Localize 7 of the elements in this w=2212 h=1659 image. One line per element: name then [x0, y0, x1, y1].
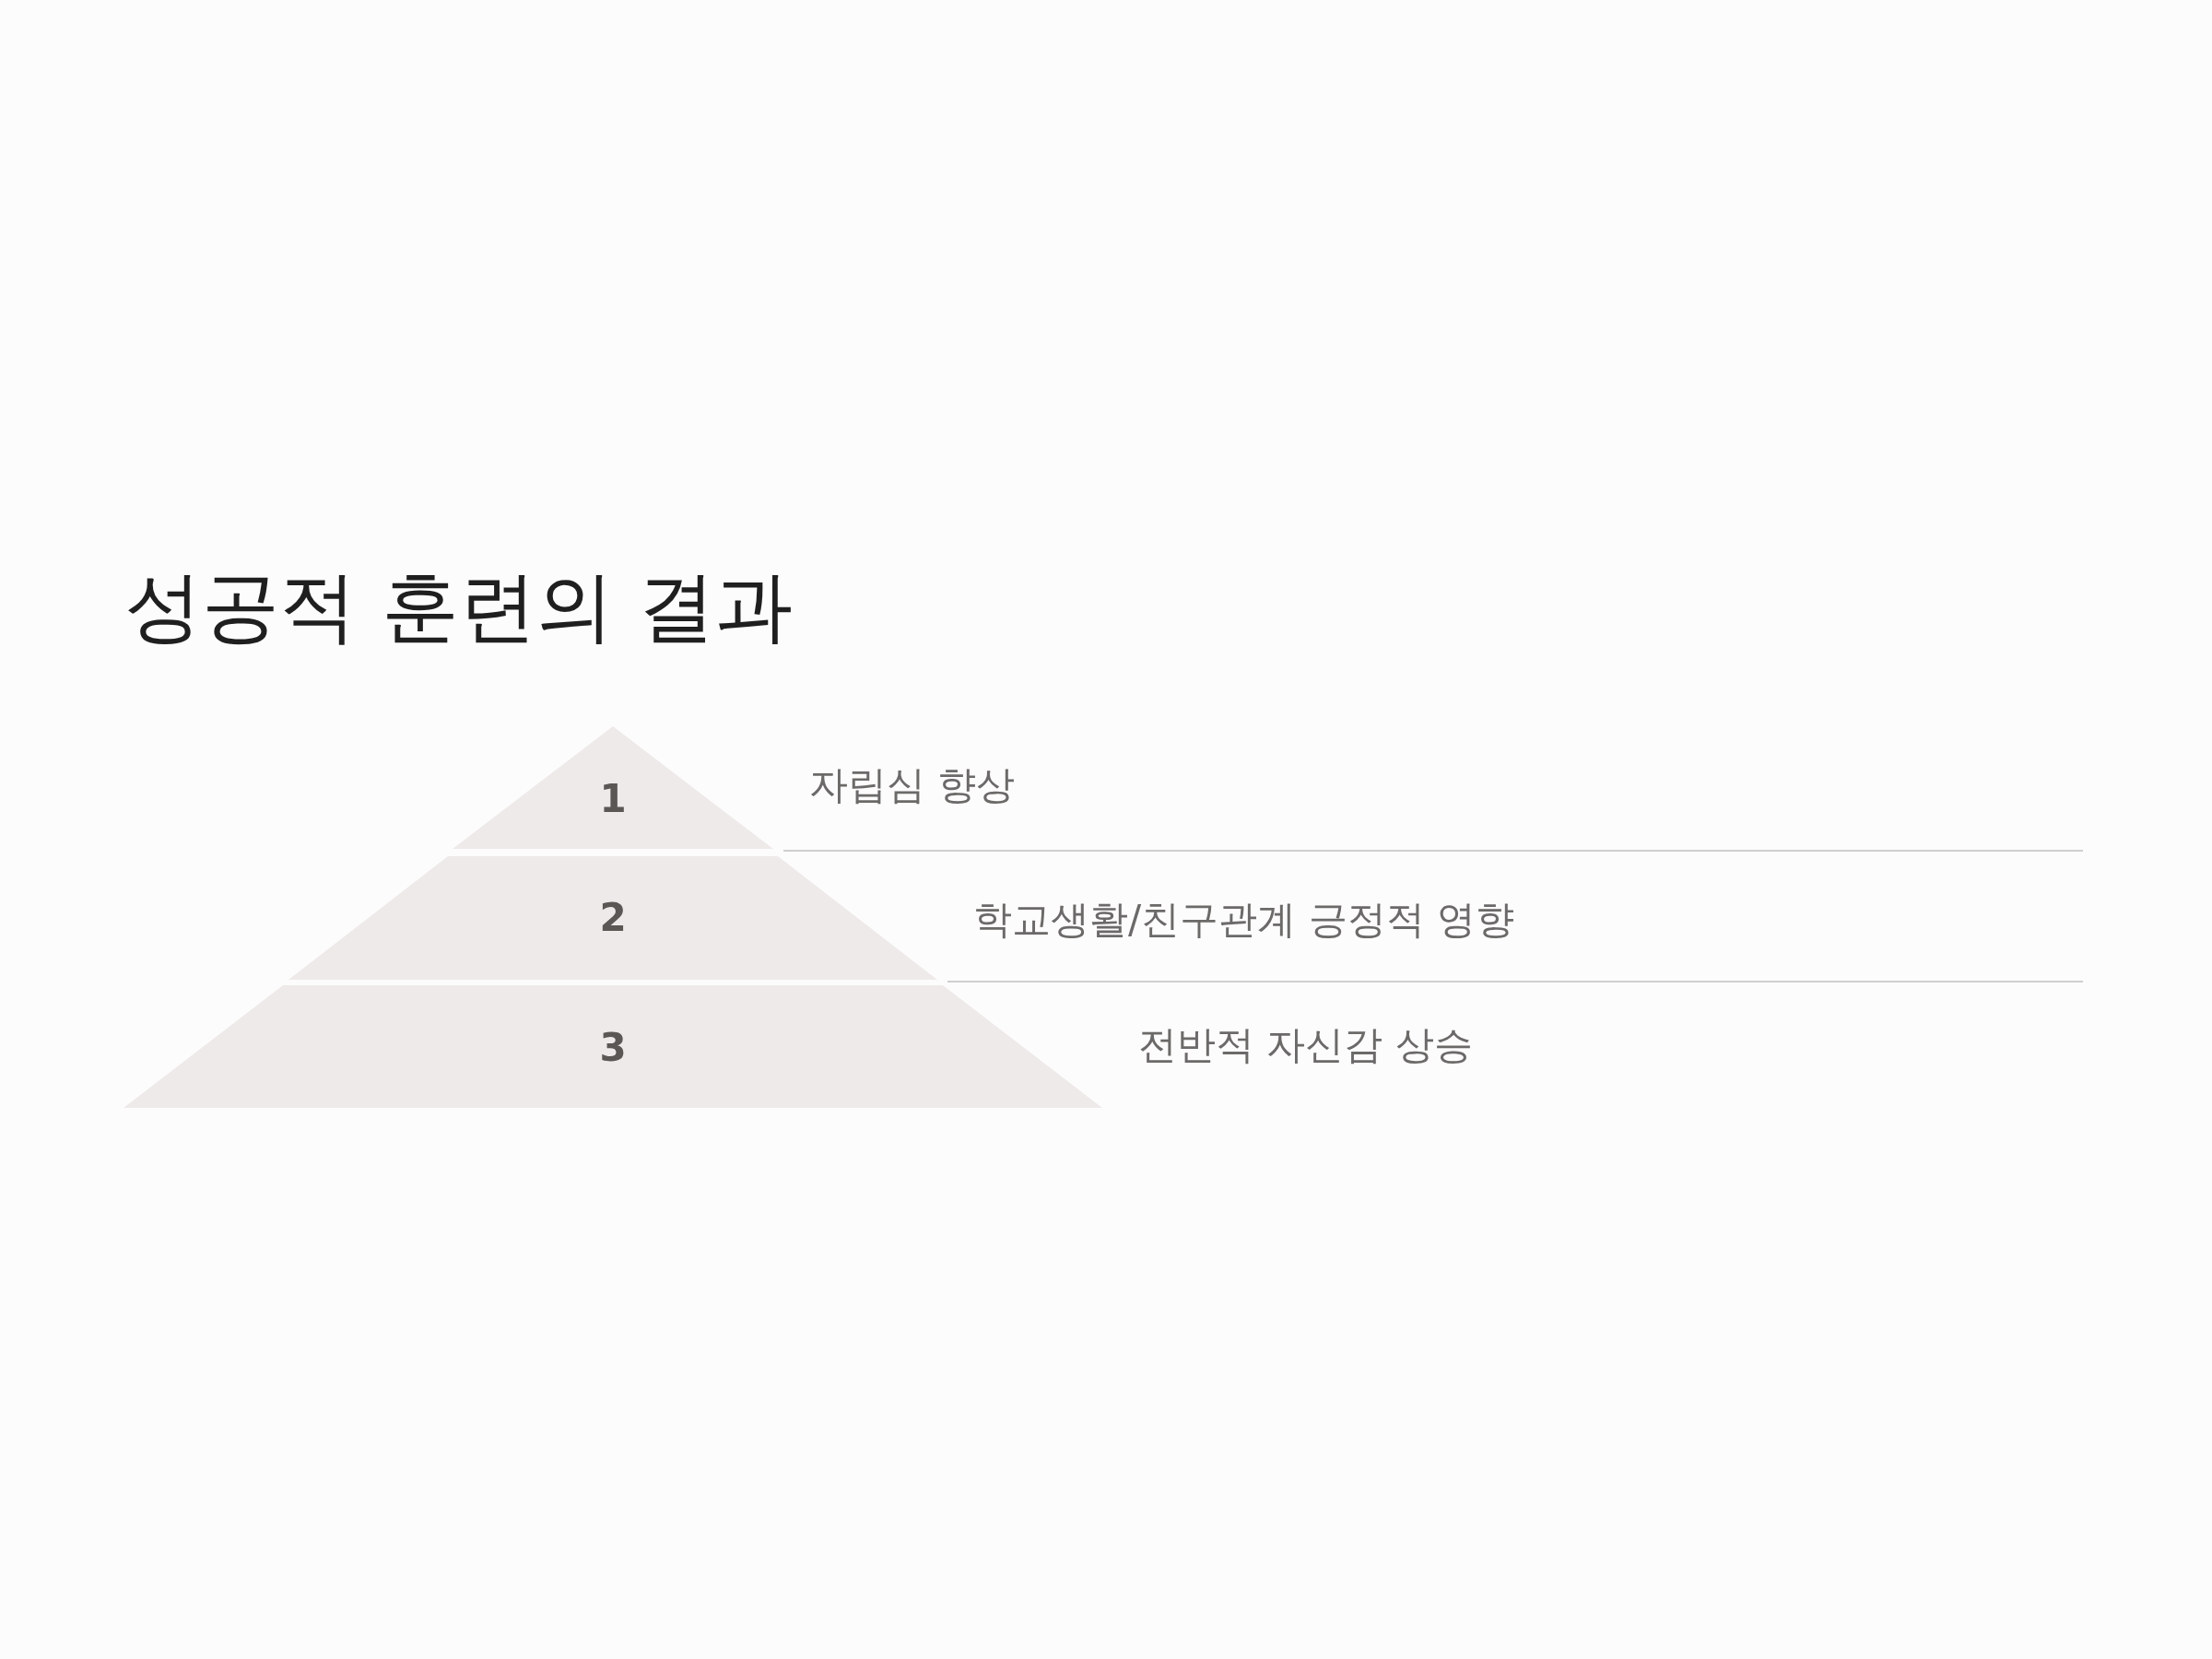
tier-description: 자립심 향상: [809, 761, 1016, 809]
tier-description: 전반적 자신감 상승: [1138, 1021, 1473, 1069]
tier-number: 2: [599, 899, 627, 937]
tier-number: 1: [599, 780, 627, 818]
slide-title: 성공적 훈련의 결과: [124, 564, 794, 650]
tier-number: 3: [599, 1029, 627, 1067]
tier-description: 학교생활/친구관계 긍정적 영향: [973, 896, 1514, 944]
